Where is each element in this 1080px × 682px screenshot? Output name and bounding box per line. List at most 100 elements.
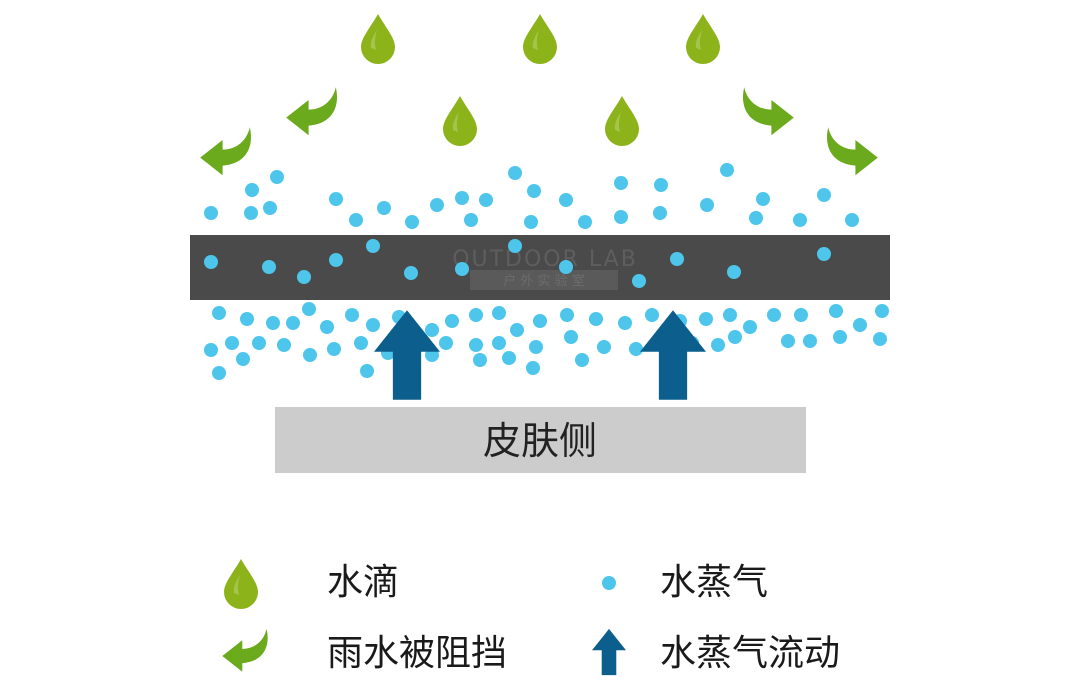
vapor-dot xyxy=(560,308,574,322)
vapor-dot xyxy=(670,252,684,266)
vapor-dot xyxy=(508,166,522,180)
vapor-dot xyxy=(439,336,453,350)
vapor-dot xyxy=(510,323,524,337)
vapor-dot xyxy=(244,206,258,220)
vapor-dot xyxy=(464,213,478,227)
vapor-dot xyxy=(320,320,334,334)
water-drops xyxy=(361,14,720,146)
vapor-dot xyxy=(430,198,444,212)
vapor-dot xyxy=(589,312,603,326)
vapor-dot xyxy=(853,318,867,332)
vapor-dot xyxy=(425,323,439,337)
vapor-dot xyxy=(749,211,763,225)
vapor-dot xyxy=(225,336,239,350)
vapor-dot xyxy=(492,306,506,320)
vapor-dot xyxy=(345,308,359,322)
vapor-dot xyxy=(473,353,487,367)
vapor-dot xyxy=(263,201,277,215)
vapor-dot xyxy=(767,308,781,322)
vapor-dot xyxy=(564,330,578,344)
water-drop-icon xyxy=(361,14,395,64)
vapor-dot xyxy=(793,213,807,227)
curved-arrow-icon xyxy=(200,127,252,176)
vapor-dot xyxy=(212,366,226,380)
vapor-dot xyxy=(262,260,276,274)
vapor-dot xyxy=(723,308,737,322)
vapor-dot-icon xyxy=(602,576,616,590)
vapor-dot xyxy=(252,336,266,350)
vapor-dot xyxy=(578,215,592,229)
water-drop-icon xyxy=(605,96,639,146)
vapor-dot xyxy=(526,361,540,375)
vapor-dot xyxy=(699,312,713,326)
curved-arrow-icon xyxy=(286,87,338,136)
vapor-dot xyxy=(204,255,218,269)
vapor-dot xyxy=(329,192,343,206)
vapor-dot xyxy=(455,191,469,205)
vapor-dot xyxy=(728,330,742,344)
vapor-dot xyxy=(245,183,259,197)
vapor-dot xyxy=(479,193,493,207)
vapor-dot xyxy=(270,170,284,184)
vapor-dot xyxy=(711,338,725,352)
vapor-dot xyxy=(286,316,300,330)
vapor-dot xyxy=(629,342,643,356)
vapor-dot xyxy=(559,260,573,274)
legend-flow-label: 水蒸气流动 xyxy=(660,633,840,674)
vapor-dot xyxy=(469,338,483,352)
curved-arrow-icon xyxy=(742,87,794,136)
vapor-dot xyxy=(781,334,795,348)
vapor-dot xyxy=(204,206,218,220)
curved-arrow-icon xyxy=(222,628,268,672)
vapor-dot xyxy=(492,336,506,350)
vapor-dot xyxy=(266,316,280,330)
water-drop-icon xyxy=(443,96,477,146)
vapor-dot xyxy=(794,308,808,322)
legend-blocked-label: 雨水被阻挡 xyxy=(327,633,507,674)
vapor-dot xyxy=(354,336,368,350)
vapor-dot xyxy=(575,353,589,367)
vapor-dot xyxy=(327,342,341,356)
vapor-dot xyxy=(366,318,380,332)
vapor-dot xyxy=(349,213,363,227)
vapor-dot xyxy=(204,343,218,357)
vapor-dot xyxy=(803,334,817,348)
up-arrow-icon xyxy=(592,628,626,676)
legend-drop-label: 水滴 xyxy=(327,562,399,603)
vapor-dot xyxy=(817,247,831,261)
legend-vapor-label: 水蒸气 xyxy=(660,562,768,603)
watermark-text: OUTDOOR LAB xyxy=(452,247,638,272)
vapor-dot xyxy=(614,176,628,190)
vapor-dot xyxy=(533,314,547,328)
vapor-dot xyxy=(302,302,316,316)
vapor-dot xyxy=(297,270,311,284)
vapor-dot xyxy=(445,314,459,328)
vapor-dot xyxy=(559,193,573,207)
vapor-dot xyxy=(277,338,291,352)
vapor-dot xyxy=(829,304,843,318)
water-drop-icon xyxy=(686,14,720,64)
vapor-dot xyxy=(329,253,343,267)
vapor-dot xyxy=(645,308,659,322)
vapor-dot xyxy=(873,332,887,346)
vapor-dot xyxy=(817,188,831,202)
vapor-dot xyxy=(240,312,254,326)
legend: 水滴 水蒸气 雨水被阻挡 水蒸气流动 xyxy=(222,559,840,676)
vapor-dot xyxy=(653,206,667,220)
vapor-dot xyxy=(236,352,250,366)
vapor-dot xyxy=(502,351,516,365)
vapor-dot xyxy=(405,215,419,229)
skin-side-box xyxy=(275,407,806,473)
vapor-dot xyxy=(756,192,770,206)
vapor-dot xyxy=(377,201,391,215)
vapor-dot xyxy=(524,215,538,229)
up-arrow-icon xyxy=(640,310,706,400)
vapor-dot xyxy=(654,178,668,192)
water-drop-icon xyxy=(224,559,258,609)
vapor-dot xyxy=(404,266,418,280)
vapor-dot xyxy=(212,306,226,320)
vapor-dot xyxy=(455,262,469,276)
vapor-dot xyxy=(833,330,847,344)
vapor-dot xyxy=(529,340,543,354)
